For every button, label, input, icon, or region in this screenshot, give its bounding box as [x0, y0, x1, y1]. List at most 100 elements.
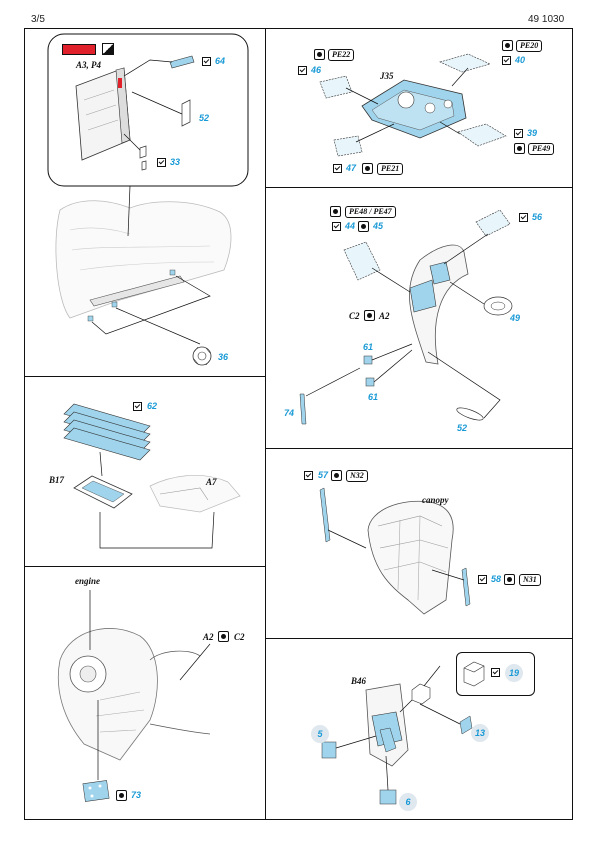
part-52: 52	[457, 423, 468, 433]
part-a7-sketch	[149, 474, 241, 513]
label-canopy: canopy	[422, 495, 449, 505]
part-61-lower: 61	[368, 392, 379, 402]
photoetch-part-6	[379, 789, 397, 805]
fuselage-cockpit-sketch	[55, 200, 232, 319]
plate-part-73	[82, 780, 110, 802]
part-5: 5	[311, 725, 329, 743]
part-36: 36	[218, 352, 229, 362]
check-icon	[502, 56, 511, 65]
cockpit-side-wall	[409, 244, 469, 365]
label-a2: A2	[379, 311, 390, 321]
check-icon	[478, 575, 487, 584]
label-a2: A2	[203, 632, 214, 642]
paint-icon	[362, 163, 373, 174]
paint-icon	[116, 790, 127, 801]
photoetch-part-39	[457, 123, 507, 147]
part-46: 46	[311, 65, 322, 75]
photoetch-part-47	[333, 135, 363, 157]
photoetch-part-56	[475, 209, 511, 237]
half-tone-swatch	[102, 43, 114, 55]
part-6: 6	[399, 793, 417, 811]
check-icon	[133, 402, 142, 411]
part-52: 52	[199, 113, 210, 123]
panel-frame-7	[265, 638, 573, 820]
check-icon	[304, 471, 313, 480]
part-33: 33	[170, 157, 181, 167]
label-a7: A7	[206, 477, 217, 487]
bracket-part-52	[181, 99, 191, 127]
part-62: 62	[147, 401, 158, 411]
check-icon	[333, 164, 342, 173]
check-icon	[202, 57, 211, 66]
check-icon	[514, 129, 523, 138]
check-icon	[298, 66, 307, 75]
part-39: 39	[527, 128, 538, 138]
check-icon	[157, 158, 166, 167]
tag-pe20: PE20	[516, 40, 543, 52]
photoetch-part-5	[321, 741, 337, 759]
strip-part-57	[319, 487, 331, 543]
tag-n31: N31	[519, 574, 541, 586]
label-j35: J35	[380, 71, 394, 81]
photoetch-part-44	[343, 241, 381, 281]
paint-icon	[218, 631, 229, 642]
page-number: 3/5	[31, 14, 45, 25]
paint-icon	[331, 470, 342, 481]
catalog-code: 49 1030	[528, 14, 565, 25]
paint-icon	[358, 221, 369, 232]
rod-part-74	[299, 393, 307, 425]
paint-icon	[314, 49, 325, 60]
part-49: 49	[510, 313, 521, 323]
tag-pe48-pe47: PE48 / PE47	[345, 206, 396, 218]
part-57: 57	[318, 470, 329, 480]
part-19: 19	[505, 664, 523, 682]
part-47: 47	[346, 163, 357, 173]
red-marker	[118, 78, 122, 88]
part-40: 40	[515, 55, 526, 65]
check-icon	[519, 213, 528, 222]
cube-part-19	[463, 661, 485, 687]
label-c2: C2	[234, 632, 245, 642]
tag-pe21: PE21	[377, 163, 404, 175]
part-13: 13	[471, 724, 489, 742]
tag-n32: N32	[346, 470, 368, 482]
paint-icon	[330, 206, 341, 217]
canopy-frame	[367, 500, 454, 615]
tag-pe22: PE22	[328, 49, 355, 61]
strip-part-58	[461, 567, 471, 607]
part-45: 45	[373, 221, 384, 231]
photoetch-part-40	[439, 53, 491, 73]
check-icon	[332, 222, 341, 231]
check-icon	[491, 668, 500, 677]
part-58: 58	[491, 574, 502, 584]
part-74: 74	[284, 408, 295, 418]
photoetch-part-64	[169, 55, 195, 69]
hook-part-33	[139, 145, 147, 171]
paint-icon	[504, 574, 515, 585]
paint-icon	[502, 40, 513, 51]
paint-icon	[514, 143, 525, 154]
label-b17: B17	[49, 475, 65, 485]
label-engine: engine	[75, 576, 101, 586]
part-73: 73	[131, 790, 142, 800]
part-44: 44	[345, 221, 356, 231]
tag-pe49: PE49	[528, 143, 555, 155]
part-61-upper: 61	[363, 342, 374, 352]
label-a3-p4: A3, P4	[76, 60, 102, 70]
photoetch-part-62	[63, 403, 151, 461]
red-color-swatch	[62, 44, 96, 55]
part-64: 64	[215, 56, 226, 66]
part-56: 56	[532, 212, 543, 222]
photoetch-part-46	[319, 75, 353, 99]
paint-icon	[364, 310, 375, 321]
handle-part-52	[456, 407, 484, 421]
label-b46: B46	[351, 676, 367, 686]
label-c2: C2	[349, 311, 360, 321]
